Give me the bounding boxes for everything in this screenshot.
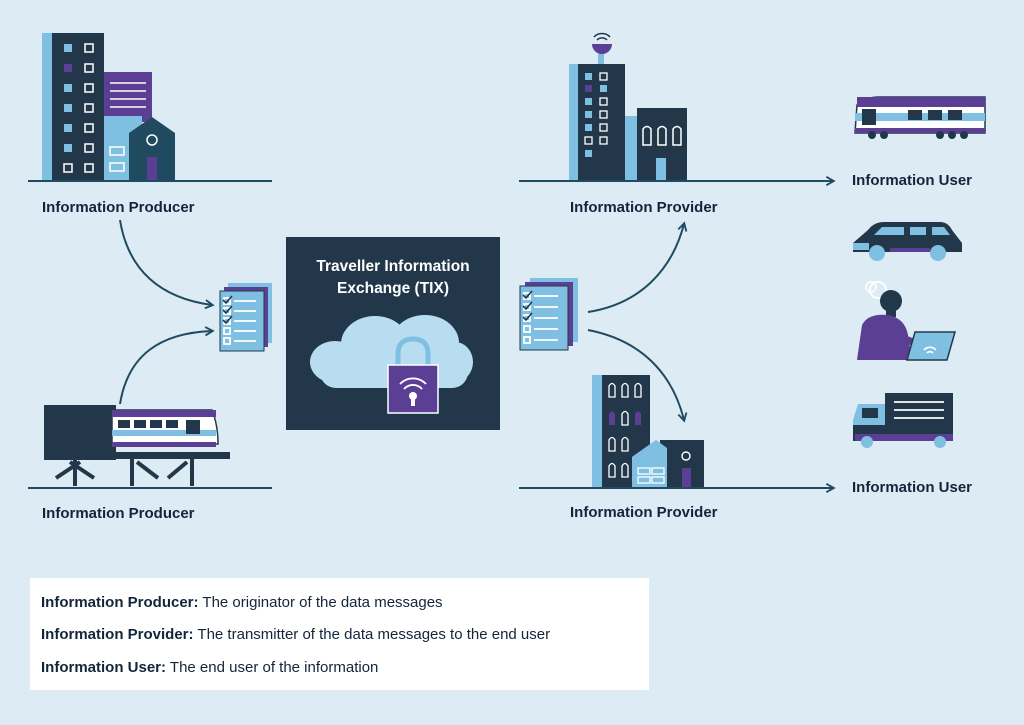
information-user-bottom-label: Information User: [852, 479, 973, 496]
train-icon: [854, 96, 986, 139]
information-provider-top-label: Information Provider: [570, 199, 718, 216]
car-icon: [853, 222, 962, 261]
legend-definition: The end user of the information: [169, 659, 379, 676]
delivery-truck-icon: [853, 393, 953, 448]
padlock-icon: [387, 336, 439, 414]
provider-antenna-building-icon: [569, 32, 687, 181]
legend-term: Information User:: [41, 659, 167, 676]
legend-box: Information Producer: The originator of …: [30, 578, 649, 690]
tix-box: [286, 237, 500, 430]
provider-tower-house-icon: [592, 375, 704, 488]
legend-row-user: Information User: The end user of the in…: [41, 659, 378, 676]
producer-train-bridge-icon: [44, 405, 230, 486]
information-user-top-label: Information User: [852, 172, 973, 189]
legend-definition: The originator of the data messages: [202, 594, 443, 611]
producer-bottom-to-tix-arrow: [119, 331, 212, 405]
outgoing-data-messages-icon: [519, 278, 578, 351]
tix-title-line-1: Traveller Information: [316, 258, 470, 275]
incoming-data-messages-icon: [219, 283, 272, 352]
tix-to-provider-bottom-arrow: [587, 329, 684, 420]
tix-title: Traveller Information Exchange (TIX): [286, 256, 500, 300]
producer-buildings-icon: [42, 33, 175, 181]
tix-title-line-2: Exchange (TIX): [337, 280, 449, 297]
information-provider-bottom-label: Information Provider: [570, 504, 718, 521]
legend-term: Information Provider:: [41, 626, 194, 643]
legend-row-provider: Information Provider: The transmitter of…: [41, 626, 550, 643]
person-laptop-icon: [857, 281, 956, 361]
legend-definition: The transmitter of the data messages to …: [197, 626, 551, 643]
tix-to-provider-top-arrow: [587, 224, 684, 313]
information-producer-top-label: Information Producer: [42, 199, 195, 216]
legend-term: Information Producer:: [41, 594, 199, 611]
producer-top-to-tix-arrow: [119, 219, 212, 305]
information-producer-bottom-label: Information Producer: [42, 505, 195, 522]
legend-row-producer: Information Producer: The originator of …: [41, 594, 443, 611]
